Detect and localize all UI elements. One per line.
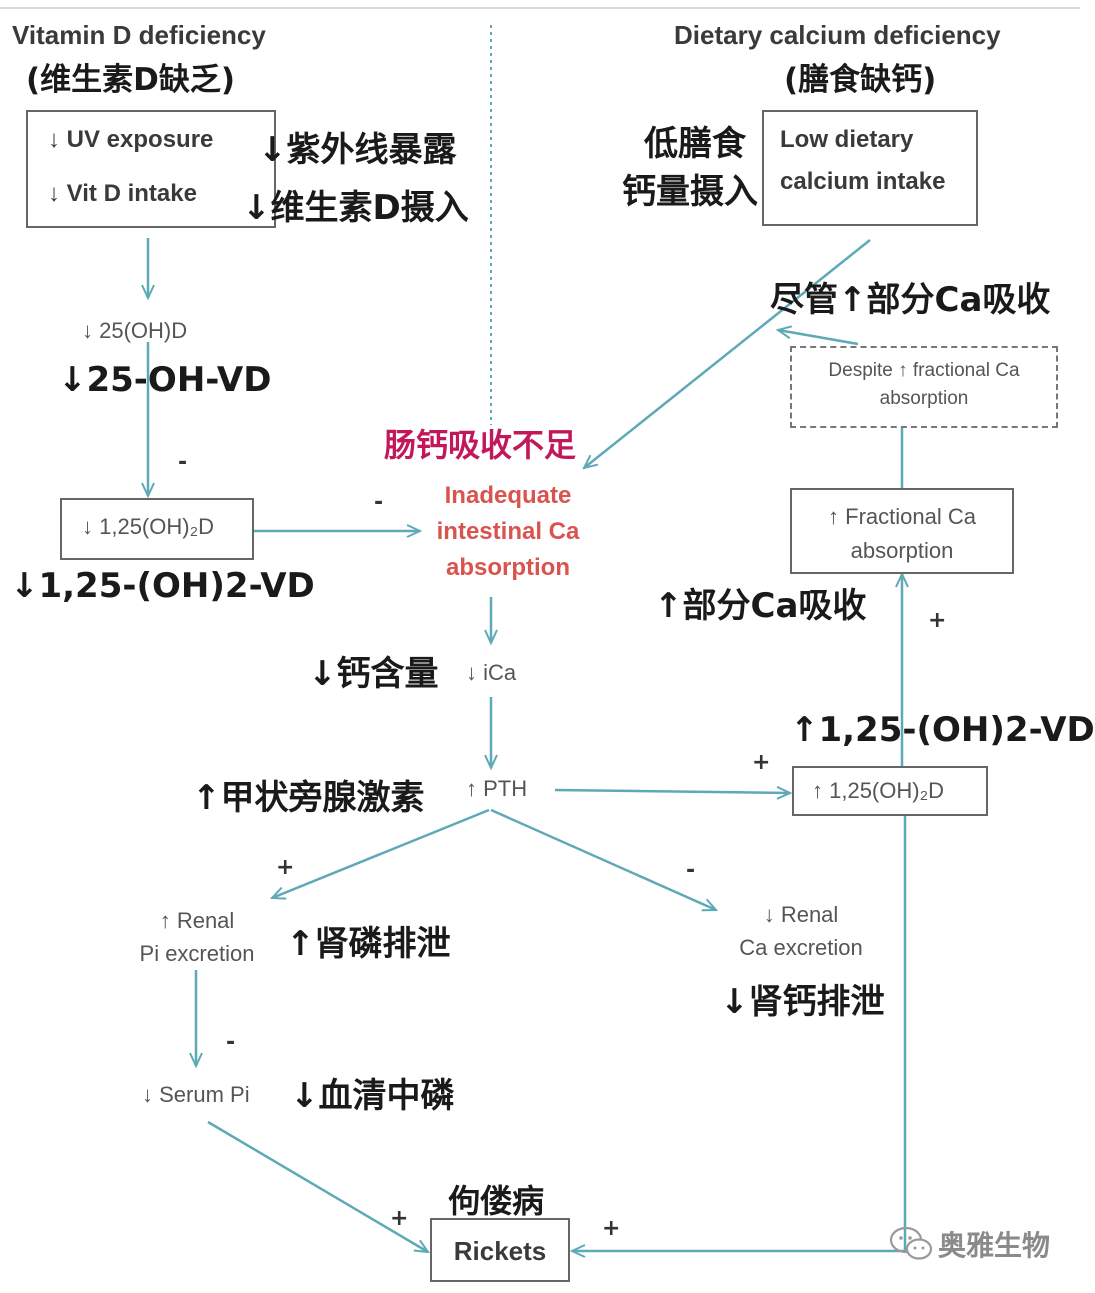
sign-serum-pi-minus: -	[226, 1030, 236, 1055]
cn-pth: ↑甲状旁腺激素	[192, 778, 425, 818]
node-renal-pi-1: ↑ Renal	[159, 908, 235, 933]
node-inadequate-1: Inadequate	[444, 482, 572, 509]
cn-25-oh-vd: ↓25-OH-VD	[58, 360, 272, 400]
node-uv-exposure: ↓ UV exposure	[48, 126, 214, 153]
node-inadequate-2: intestinal Ca	[436, 518, 580, 545]
sign-rickets-right-plus: +	[602, 1216, 621, 1241]
node-25ohd: ↓ 25(OH)D	[82, 318, 188, 343]
node-pth: ↑ PTH	[466, 776, 528, 801]
box-125ohd-high: ↑ 1,25(OH)₂D	[792, 766, 988, 816]
cn-renal-pi: ↑肾磷排泄	[286, 924, 451, 964]
header-vitamin-d: Vitamin D deficiency	[12, 20, 266, 50]
watermark-text: 奥雅生物	[938, 1229, 1051, 1262]
box-low-dietary-calcium: Low dietary calcium intake	[762, 110, 978, 226]
node-renal-ca: ↓ Renal Ca excretion	[726, 898, 876, 964]
node-fractional-2: absorption	[850, 538, 954, 563]
node-renal-ca-2: Ca excretion	[739, 935, 863, 960]
node-inadequate-3: absorption	[446, 554, 570, 581]
node-low-dietary-1: Low dietary	[780, 126, 914, 153]
sign-125ohd-plus: +	[752, 750, 771, 775]
box-rickets: Rickets	[430, 1218, 570, 1282]
node-despite-1: Despite ↑ fractional Ca	[828, 360, 1020, 381]
cn-125-oh2-vd-low: ↓1,25-(OH)2-VD	[10, 566, 315, 606]
node-125ohd-high: ↑ 1,25(OH)₂D	[812, 778, 945, 803]
cn-serum-pi: ↓血清中磷	[290, 1076, 455, 1116]
header-vitamin-d-cn: (维生素D缺乏)	[26, 62, 236, 98]
cn-low-intake-2: 钙量摄入	[622, 172, 758, 212]
sign-vitd-minus: -	[178, 450, 188, 475]
cn-intestinal: 肠钙吸收不足	[384, 426, 577, 464]
node-ica: ↓ iCa	[466, 660, 517, 685]
cn-vitd-intake: ↓维生素D摄入	[242, 188, 469, 228]
cn-fractional: ↑部分Ca吸收	[654, 586, 867, 626]
arrow-125ohd-to-rickets	[572, 816, 907, 1251]
cn-uv-exposure: ↓紫外线暴露	[258, 130, 457, 170]
sign-rickets-left-plus: +	[390, 1206, 409, 1231]
sign-fractional-plus: +	[928, 608, 947, 633]
sign-renal-ca-minus: -	[686, 858, 696, 883]
box-125ohd-low: ↓ 1,25(OH)₂D	[60, 498, 254, 560]
arrow-serum-pi-to-rickets	[207, 1120, 428, 1252]
node-renal-pi: ↑ Renal Pi excretion	[122, 904, 272, 970]
node-renal-ca-1: ↓ Renal	[763, 902, 839, 927]
box-fractional-ca: ↑ Fractional Ca absorption	[790, 488, 1014, 574]
node-despite-2: absorption	[879, 388, 969, 409]
box-despite-fractional: Despite ↑ fractional Ca absorption	[790, 346, 1058, 428]
sign-renal-pi-plus: +	[276, 855, 295, 880]
node-serum-pi: ↓ Serum Pi	[142, 1082, 250, 1107]
node-renal-pi-2: Pi excretion	[139, 941, 255, 966]
cn-renal-ca: ↓肾钙排泄	[720, 982, 885, 1022]
cn-low-intake-1: 低膳食	[644, 124, 746, 164]
arrow-pth-to-125ohd	[554, 790, 790, 793]
node-vitd-intake: ↓ Vit D intake	[48, 180, 197, 207]
arrow-lowdiet-to-inadequate	[584, 239, 871, 468]
cn-despite: 尽管↑部分Ca吸收	[770, 280, 1051, 320]
arrow-pth-to-renal-pi	[272, 808, 490, 898]
wechat-icon	[889, 1226, 933, 1260]
node-125ohd-low: ↓ 1,25(OH)₂D	[82, 514, 215, 539]
sign-to-inadequate-minus: -	[374, 490, 384, 515]
arrow-despite-return	[778, 330, 859, 346]
header-dietary-calcium-cn: (膳食缺钙)	[784, 62, 937, 98]
header-dietary-calcium: Dietary calcium deficiency	[674, 20, 1001, 50]
node-inadequate-absorption: Inadequate intestinal Ca absorption	[420, 478, 596, 586]
cn-rickets: 佝偻病	[448, 1182, 545, 1220]
arrow-pth-to-renal-ca	[490, 808, 716, 910]
cn-calcium-content: ↓钙含量	[308, 654, 439, 694]
box-vitd-causes: ↓ UV exposure ↓ Vit D intake	[26, 110, 276, 228]
node-low-dietary-2: calcium intake	[780, 168, 946, 195]
node-rickets: Rickets	[453, 1236, 547, 1266]
node-fractional-1: ↑ Fractional Ca	[828, 504, 976, 529]
cn-125-oh2-vd-high: ↑1,25-(OH)2-VD	[790, 710, 1095, 750]
